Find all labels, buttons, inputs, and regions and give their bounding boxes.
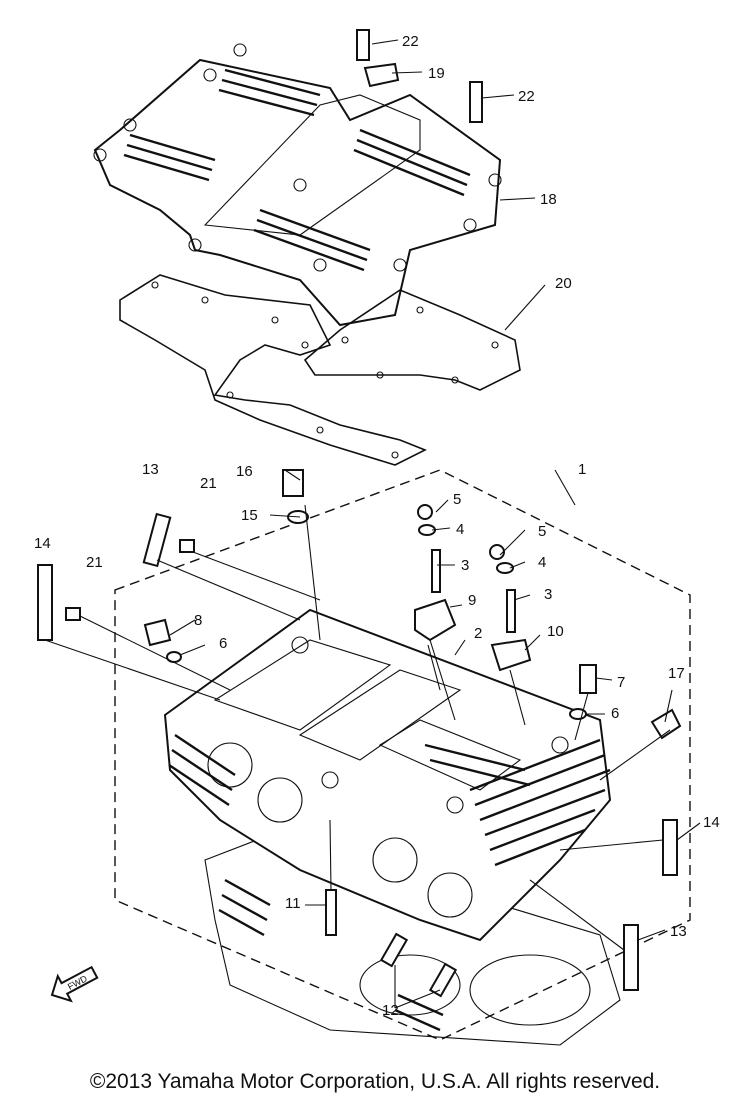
head-cover-gasket <box>119 274 521 466</box>
callout-5-lower: 5 <box>538 523 546 540</box>
callout-labels: 22 19 22 18 20 1 16 13 21 15 14 21 5 4 3… <box>34 33 720 1019</box>
callout-13-left: 13 <box>142 461 159 478</box>
callout-13-right: 13 <box>670 923 687 940</box>
callout-8: 8 <box>194 612 202 629</box>
callout-14-left: 14 <box>34 535 51 552</box>
callout-10: 10 <box>547 623 564 640</box>
callout-4-upper: 4 <box>456 521 464 538</box>
callout-5-upper: 5 <box>453 491 461 508</box>
copyright-notice: ©2013 Yamaha Motor Corporation, U.S.A. A… <box>89 1070 661 1093</box>
callout-21-lower: 21 <box>86 554 103 571</box>
callout-21-upper: 21 <box>200 475 217 492</box>
exploded-parts-diagram: FWD 22 19 22 18 20 1 16 13 21 15 14 21 5… <box>34 29 720 1046</box>
leader-lines <box>44 39 701 1009</box>
callout-11: 11 <box>285 895 301 912</box>
callout-16: 16 <box>236 463 253 480</box>
callout-14-right: 14 <box>703 814 720 831</box>
callout-2: 2 <box>474 625 482 642</box>
forward-direction-marker: FWD <box>50 965 99 1003</box>
callout-22-right: 22 <box>518 88 535 105</box>
callout-19: 19 <box>428 65 445 82</box>
callout-18: 18 <box>540 191 557 208</box>
small-parts <box>37 29 682 998</box>
cylinder-head <box>163 608 612 942</box>
callout-12: 12 <box>382 1002 399 1019</box>
callout-7: 7 <box>617 674 625 691</box>
callout-3-upper: 3 <box>461 557 469 574</box>
assembly-boundary <box>114 469 691 1041</box>
callout-22-top: 22 <box>402 33 419 50</box>
callout-9: 9 <box>468 592 476 609</box>
callout-17: 17 <box>668 665 685 682</box>
callout-1: 1 <box>578 461 586 478</box>
callout-6-left: 6 <box>219 635 227 652</box>
callout-20: 20 <box>555 275 572 292</box>
callout-6-right: 6 <box>611 705 619 722</box>
callout-15: 15 <box>241 507 258 524</box>
callout-4-lower: 4 <box>538 554 546 571</box>
callout-3-lower: 3 <box>544 586 552 603</box>
cylinder-head-cover <box>93 43 502 327</box>
